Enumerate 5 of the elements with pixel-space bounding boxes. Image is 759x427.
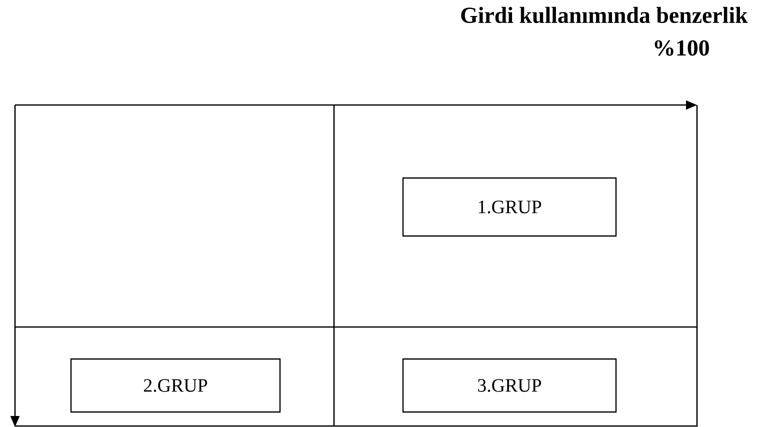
axis-label: Girdi kullanımında benzerlik bbox=[461, 6, 748, 24]
group-box: 1.GRUP bbox=[402, 177, 617, 237]
group-box: 2.GRUP bbox=[70, 358, 281, 413]
group-box: 3.GRUP bbox=[402, 358, 617, 413]
axis-label: %100 bbox=[654, 40, 709, 56]
